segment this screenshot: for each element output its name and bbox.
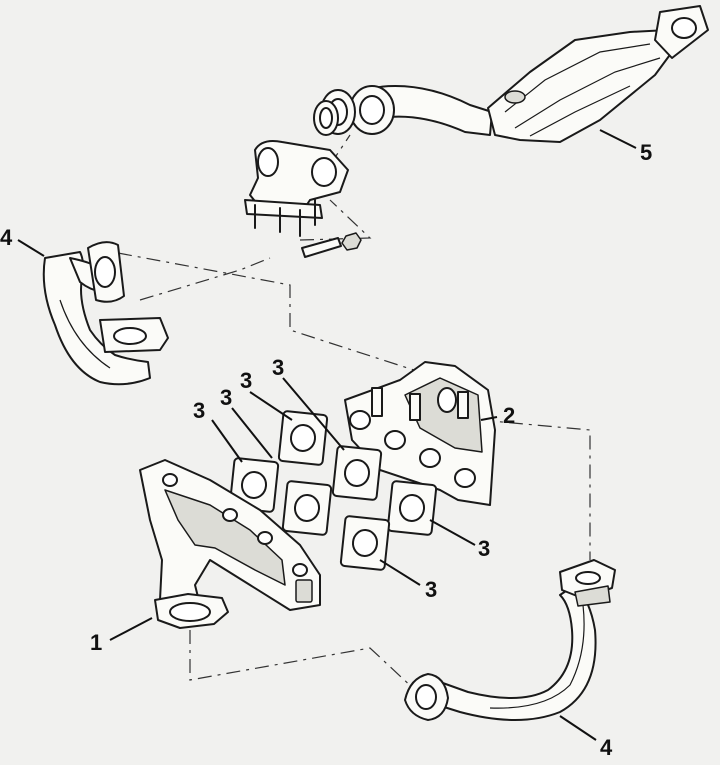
downpipe-lower — [404, 559, 616, 721]
gasket — [339, 515, 391, 571]
callout-3: 3 — [220, 385, 232, 410]
y-junction-part — [244, 140, 362, 258]
catalytic-converter-part — [313, 5, 709, 143]
crossover-pipe-upper — [42, 241, 169, 386]
exhaust-manifold-front — [139, 459, 321, 629]
gasket — [386, 480, 438, 536]
callout-3: 3 — [240, 368, 252, 393]
gasket — [281, 480, 333, 536]
leader-lines — [17, 129, 637, 741]
callout-5: 5 — [640, 140, 652, 165]
gasket — [331, 445, 383, 501]
callout-3: 3 — [193, 398, 205, 423]
exhaust-manifold-rear — [344, 361, 496, 506]
gasket — [277, 410, 329, 466]
callout-3: 3 — [478, 536, 490, 561]
callout-4: 4 — [0, 225, 13, 250]
callout-3: 3 — [425, 577, 437, 602]
manifold-gaskets — [228, 410, 438, 571]
callout-1: 1 — [90, 630, 102, 655]
callout-4: 4 — [600, 735, 613, 760]
callout-labels: 1 2 3 3 3 3 3 3 4 4 5 — [0, 140, 652, 760]
callout-3: 3 — [272, 355, 284, 380]
callout-2: 2 — [503, 403, 515, 428]
